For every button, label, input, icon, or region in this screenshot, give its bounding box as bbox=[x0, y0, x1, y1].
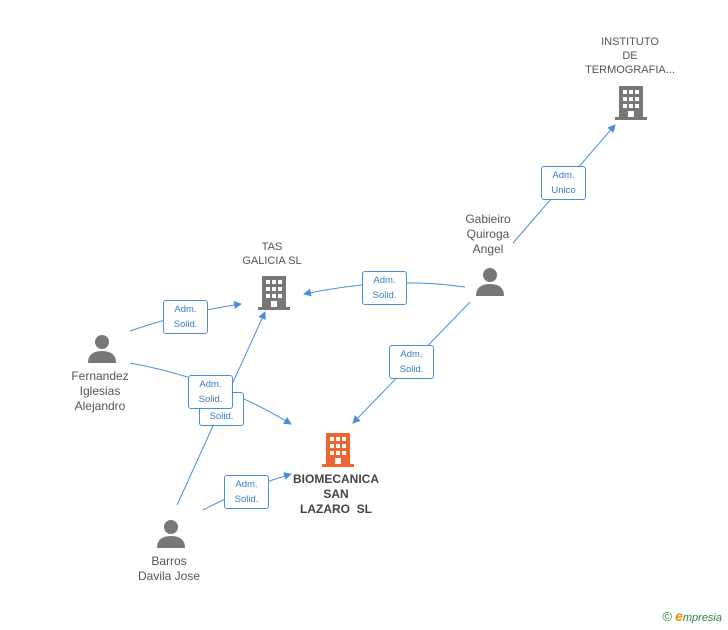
edge-label-gabieiro-biomecanica[interactable]: Adm. Solid. bbox=[389, 345, 434, 379]
edge-label-barros-biomecanica[interactable]: Adm. Solid. bbox=[224, 475, 269, 509]
edge-label-gabieiro-instituto[interactable]: Adm. Unico bbox=[541, 166, 586, 200]
copyright-symbol: © bbox=[662, 609, 673, 624]
barros-label[interactable]: Barros Davila Jose bbox=[137, 554, 201, 583]
edge-label-fernandez-tas[interactable]: Adm. Solid. bbox=[163, 300, 208, 334]
brand-e: e bbox=[675, 608, 683, 624]
tas-label[interactable]: TAS GALICIA SL bbox=[242, 241, 302, 267]
empresia-logo: © empresia bbox=[662, 608, 722, 624]
fernandez-person-icon bbox=[88, 335, 116, 363]
fernandez-label[interactable]: Fernandez Iglesias Alejandro bbox=[71, 369, 129, 413]
biomecanica-label[interactable]: BIOMECANICA SAN LAZARO SL bbox=[293, 472, 379, 516]
edge-label-gabieiro-tas[interactable]: Adm. Solid. bbox=[362, 271, 407, 305]
edge-label-fernandez-biomecanica[interactable]: Adm. Solid. bbox=[188, 375, 233, 409]
biomecanica-building-icon bbox=[322, 433, 354, 467]
brand-rest: mpresia bbox=[682, 612, 722, 624]
gabieiro-person-icon bbox=[476, 268, 504, 296]
gabieiro-label[interactable]: Gabieiro Quiroga Angel bbox=[465, 212, 511, 256]
tas-building-icon bbox=[258, 276, 290, 310]
barros-person-icon bbox=[157, 520, 185, 548]
instituto-label[interactable]: INSTITUTO DE TERMOGRAFIA... bbox=[585, 36, 675, 76]
instituto-building-icon bbox=[615, 86, 647, 120]
